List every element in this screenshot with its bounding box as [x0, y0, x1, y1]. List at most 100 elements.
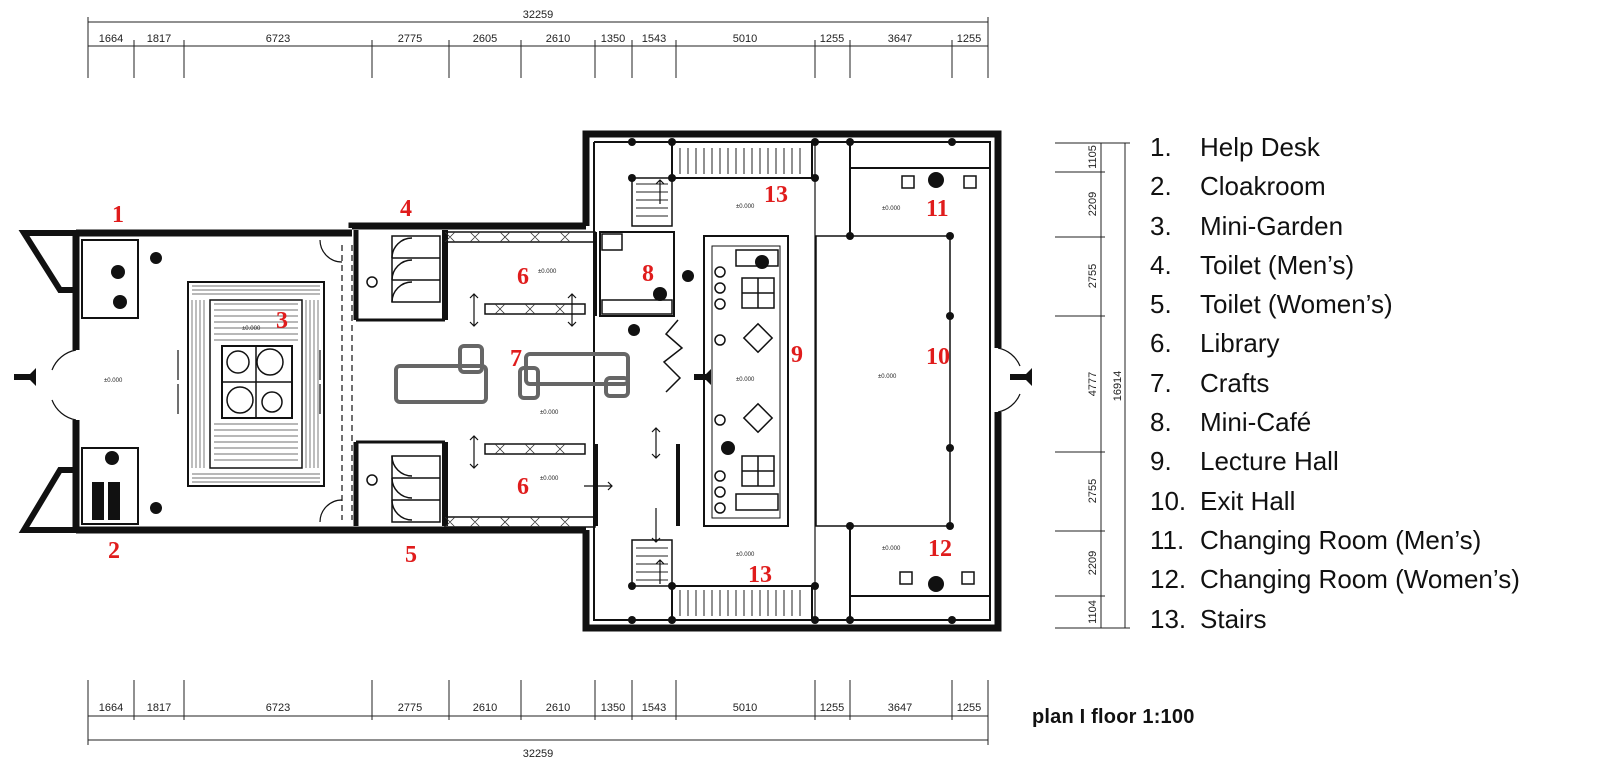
- legend-label: Lecture Hall: [1200, 446, 1339, 477]
- legend-item: 4. Toilet (Men’s): [1150, 246, 1590, 285]
- cafe-counter: [601, 233, 684, 393]
- legend-label: Exit Hall: [1200, 485, 1296, 516]
- right-dimension-chain: [1055, 142, 1130, 629]
- room-number-5: 5: [405, 542, 417, 568]
- legend-number: 2.: [1150, 171, 1172, 202]
- toilet-stalls: [366, 235, 441, 523]
- exterior-walls: [18, 130, 1002, 632]
- level-mark: ±0.000: [242, 326, 261, 332]
- level-marks: ±0.000 ±0.000 ±0.000 ±0.000 ±0.000 ±0.00…: [104, 204, 901, 558]
- stair-treads: [636, 148, 801, 616]
- legend-item: 6. Library: [1150, 324, 1590, 363]
- legend-item: 13. Stairs: [1150, 600, 1590, 639]
- structural-columns: [628, 138, 956, 624]
- room-number-2: 2: [108, 538, 120, 564]
- dim-seg: 3647: [888, 702, 912, 714]
- legend-item: 3. Mini-Garden: [1150, 207, 1590, 246]
- legend-item: 11. Changing Room (Men’s): [1150, 521, 1590, 560]
- level-mark: ±0.000: [736, 204, 755, 210]
- dim-total-bottom: 32259: [523, 748, 554, 760]
- dim-seg: 2775: [398, 702, 422, 714]
- room-number-11: 11: [926, 196, 949, 222]
- legend-label: Mini-Garden: [1200, 210, 1344, 241]
- lecture-seats: [714, 249, 779, 514]
- room-legend: 1. Help Desk 2. Cloakroom 3. Mini-Garden 4.…: [1150, 128, 1590, 639]
- level-mark: ±0.000: [882, 206, 901, 212]
- level-mark: ±0.000: [882, 546, 901, 552]
- legend-label: Changing Room (Men’s): [1200, 524, 1482, 555]
- dim-seg: 1817: [147, 702, 171, 714]
- circulation-arrows: [469, 179, 665, 584]
- legend-label: Cloakroom: [1200, 171, 1326, 202]
- room-number-13: 13: [748, 562, 772, 588]
- room-number-8: 8: [642, 261, 654, 287]
- legend-number: 7.: [1150, 367, 1172, 398]
- shelf-hatching: [444, 231, 571, 528]
- room-number-9: 9: [791, 342, 803, 368]
- legend-number: 1.: [1150, 132, 1172, 162]
- furniture-glyphs: [14, 172, 1032, 592]
- dim-seg: 2209: [1087, 192, 1099, 216]
- garden-planters: [222, 346, 292, 418]
- top-dimension-labels: 32259 1664 1817 6723 2775 2605 2610 1350…: [99, 9, 981, 45]
- plan-scale-title: plan I floor 1:100: [1032, 706, 1195, 728]
- level-mark: ±0.000: [538, 269, 557, 275]
- legend-number: 5.: [1150, 289, 1172, 320]
- dim-total-right: 16914: [1112, 371, 1124, 402]
- dim-seg: 1350: [601, 702, 625, 714]
- dim-seg: 6723: [266, 702, 290, 714]
- dim-seg: 5010: [733, 702, 757, 714]
- dim-total-top: 32259: [523, 9, 554, 21]
- bottom-dimension-chain: [87, 680, 989, 745]
- dim-seg: 1543: [642, 702, 666, 714]
- legend-item: 10. Exit Hall: [1150, 482, 1590, 521]
- legend-number: 6.: [1150, 328, 1172, 359]
- legend-label: Stairs: [1200, 603, 1267, 634]
- top-dimension-chain: [87, 17, 989, 78]
- dim-seg: 2605: [473, 33, 497, 45]
- legend-label: Mini-Café: [1200, 407, 1312, 438]
- dim-seg: 1104: [1087, 600, 1099, 624]
- room-number-4: 4: [400, 196, 412, 222]
- legend-number: 11.: [1150, 524, 1185, 555]
- dim-seg: 1664: [99, 702, 123, 714]
- legend-number: 10.: [1150, 485, 1187, 516]
- dim-seg: 2775: [398, 33, 422, 45]
- dim-seg: 6723: [266, 33, 290, 45]
- level-mark: ±0.000: [540, 410, 559, 416]
- legend-number: 13.: [1150, 603, 1187, 634]
- legend-item: 1. Help Desk: [1150, 128, 1590, 167]
- legend-label: Help Desk: [1200, 132, 1320, 162]
- room-number-3: 3: [276, 308, 288, 334]
- legend-item: 12.Changing Room (Women’s): [1150, 560, 1590, 599]
- legend-item: 8.Mini-Café: [1150, 403, 1590, 442]
- legend-number: 9.: [1150, 446, 1172, 477]
- level-mark: ±0.000: [104, 378, 123, 384]
- legend-item: 5.Toilet (Women’s): [1150, 285, 1590, 324]
- room-number-13: 13: [764, 182, 788, 208]
- dim-seg: 1255: [957, 702, 981, 714]
- level-mark: ±0.000: [878, 374, 897, 380]
- dim-seg: 1350: [601, 33, 625, 45]
- legend-item: 7. Crafts: [1150, 364, 1590, 403]
- dim-seg: 2610: [546, 702, 570, 714]
- dim-seg: 1105: [1087, 145, 1099, 169]
- legend-item: 9. Lecture Hall: [1150, 442, 1590, 481]
- room-number-1: 1: [112, 202, 124, 228]
- dim-seg: 2755: [1087, 264, 1099, 288]
- dim-seg: 2755: [1087, 479, 1099, 503]
- room-number-7: 7: [510, 346, 522, 372]
- legend-number: 4.: [1150, 249, 1172, 280]
- dim-seg: 2610: [473, 702, 497, 714]
- level-mark: ±0.000: [736, 377, 755, 383]
- legend-label: Crafts: [1200, 367, 1270, 398]
- legend-label: Library: [1200, 328, 1280, 359]
- room-number-10: 10: [926, 344, 950, 370]
- bottom-dimension-labels: 1664 1817 6723 2775 2610 2610 1350 1543 …: [99, 702, 981, 760]
- legend-label: Toilet (Men’s): [1200, 249, 1355, 280]
- dim-seg: 1255: [820, 33, 844, 45]
- dim-seg: 3647: [888, 33, 912, 45]
- dim-seg: 1255: [820, 702, 844, 714]
- legend-number: 3.: [1150, 210, 1172, 241]
